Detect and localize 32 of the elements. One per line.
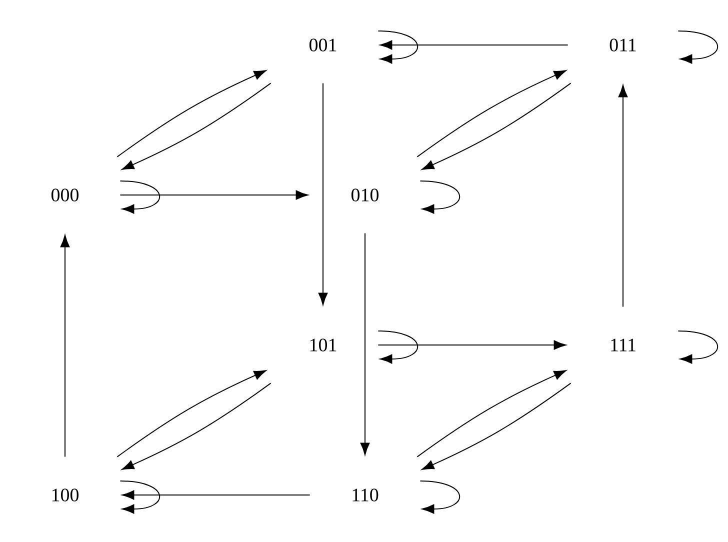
self-loop-arrow [120, 180, 160, 214]
arrow [422, 82, 572, 170]
arrow [122, 82, 272, 170]
state-label: 001 [309, 38, 336, 52]
arrow [360, 232, 370, 456]
arrow [122, 490, 310, 500]
state-label: 110 [352, 488, 378, 502]
arrow [422, 382, 572, 470]
state-label: 000 [51, 188, 79, 202]
state-label: 011 [610, 38, 636, 52]
self-loop-arrow [678, 30, 718, 64]
arrow [60, 234, 70, 458]
arrow [416, 70, 566, 158]
state-label: 101 [310, 338, 336, 352]
arrow [116, 70, 266, 158]
arrow [116, 370, 266, 458]
arrow [380, 40, 568, 50]
self-loop-arrow [378, 330, 418, 364]
arrow [378, 340, 566, 350]
arrow [618, 84, 628, 308]
self-loop-arrow [678, 330, 718, 364]
arrow [120, 190, 308, 200]
arrow [122, 382, 272, 470]
arrow [416, 370, 566, 458]
self-loop-arrow [378, 30, 418, 64]
self-loop-arrow [420, 480, 460, 514]
self-loop-arrow [120, 480, 160, 514]
state-label: 010 [351, 188, 379, 202]
arrow [318, 82, 328, 306]
self-loop-arrow [420, 180, 460, 214]
state-label: 100 [52, 488, 79, 502]
state-label: 111 [611, 338, 636, 352]
